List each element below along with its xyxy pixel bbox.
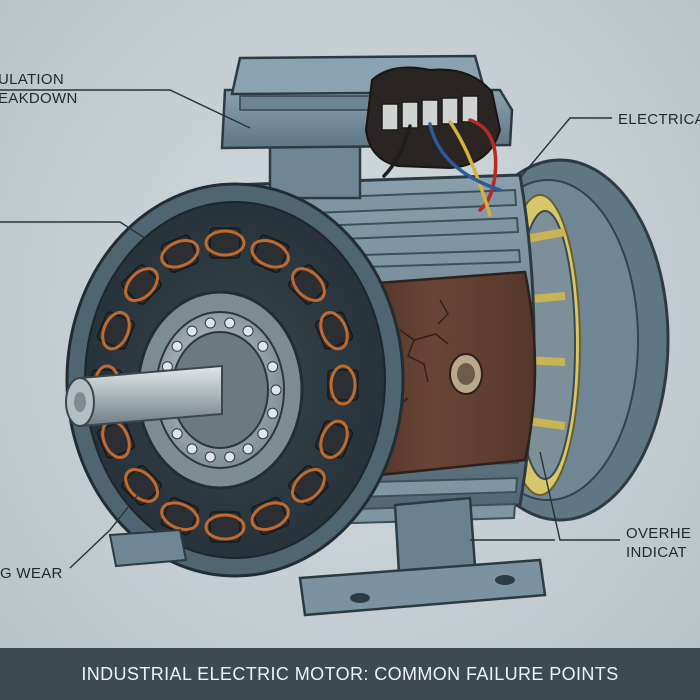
callout-line: ULATION bbox=[0, 70, 78, 89]
bearing-ball bbox=[268, 408, 278, 418]
bearing-ball bbox=[258, 341, 268, 351]
bearing-ball bbox=[243, 326, 253, 336]
diagram-caption: INDUSTRIAL ELECTRIC MOTOR: COMMON FAILUR… bbox=[0, 648, 700, 700]
callout-overheating: OVERHE INDICAT bbox=[626, 524, 691, 562]
bearing-ball bbox=[187, 326, 197, 336]
winding-coil bbox=[206, 512, 244, 542]
bearing-ball bbox=[268, 362, 278, 372]
bearing-ball bbox=[205, 318, 215, 328]
winding-coil bbox=[206, 228, 244, 258]
bearing-ball bbox=[243, 444, 253, 454]
winding-coil bbox=[328, 366, 358, 404]
bearing-ball bbox=[172, 341, 182, 351]
bearing-ball bbox=[172, 429, 182, 439]
caption-bar: INDUSTRIAL ELECTRIC MOTOR: COMMON FAILUR… bbox=[0, 648, 700, 700]
bearing-ball bbox=[258, 429, 268, 439]
bearing-ball bbox=[225, 318, 235, 328]
callout-line: EAKDOWN bbox=[0, 89, 78, 108]
callout-insulation-breakdown: ULATION EAKDOWN bbox=[0, 70, 78, 108]
bearing-ball bbox=[271, 385, 281, 395]
callout-winding-wear: G WEAR bbox=[0, 564, 63, 583]
callout-electrical: ELECTRICA bbox=[618, 110, 700, 129]
callout-line: INDICAT bbox=[626, 543, 691, 562]
bolt-boss bbox=[450, 354, 482, 394]
bearing-ball bbox=[205, 452, 215, 462]
callout-line: OVERHE bbox=[626, 524, 691, 543]
bearing-ball bbox=[187, 444, 197, 454]
bearing-ball bbox=[225, 452, 235, 462]
